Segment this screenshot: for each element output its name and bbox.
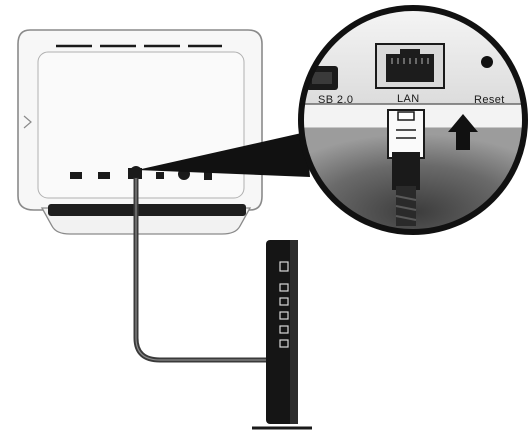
- side-latch-icon: [23, 115, 32, 129]
- ethernet-port-icon: [375, 43, 445, 89]
- ethernet-cable: [130, 166, 281, 363]
- stand-dark-band: [48, 204, 246, 216]
- reset-label: Reset: [474, 94, 505, 106]
- router-port-1: [279, 283, 289, 292]
- router-port-5: [279, 339, 289, 348]
- reset-hole-icon: [481, 56, 493, 68]
- router-port-4: [279, 325, 289, 334]
- cable-highlight: [135, 171, 279, 361]
- port-usb-1: [70, 172, 82, 179]
- router-ports: [279, 261, 289, 348]
- main-device: [17, 29, 263, 235]
- port-switch: [204, 169, 212, 180]
- tower-router: [252, 240, 312, 430]
- router-port-3: [279, 311, 289, 320]
- usb-label: SB 2.0: [318, 94, 353, 106]
- router-port-2: [279, 297, 289, 306]
- zoom-cone: [137, 132, 310, 177]
- router-port-wan: [279, 261, 289, 272]
- zoom-detail: SB 2.0 LAN Reset: [298, 5, 528, 235]
- lan-label: LAN: [397, 93, 420, 105]
- router-edge: [290, 240, 298, 424]
- rj45-plug: [387, 109, 425, 226]
- port-usb-2: [98, 172, 110, 179]
- zoom-circle-outline: [298, 5, 528, 235]
- cable-plug-end: [130, 166, 142, 178]
- arrow-up-icon: [448, 114, 478, 150]
- port-small: [156, 172, 164, 179]
